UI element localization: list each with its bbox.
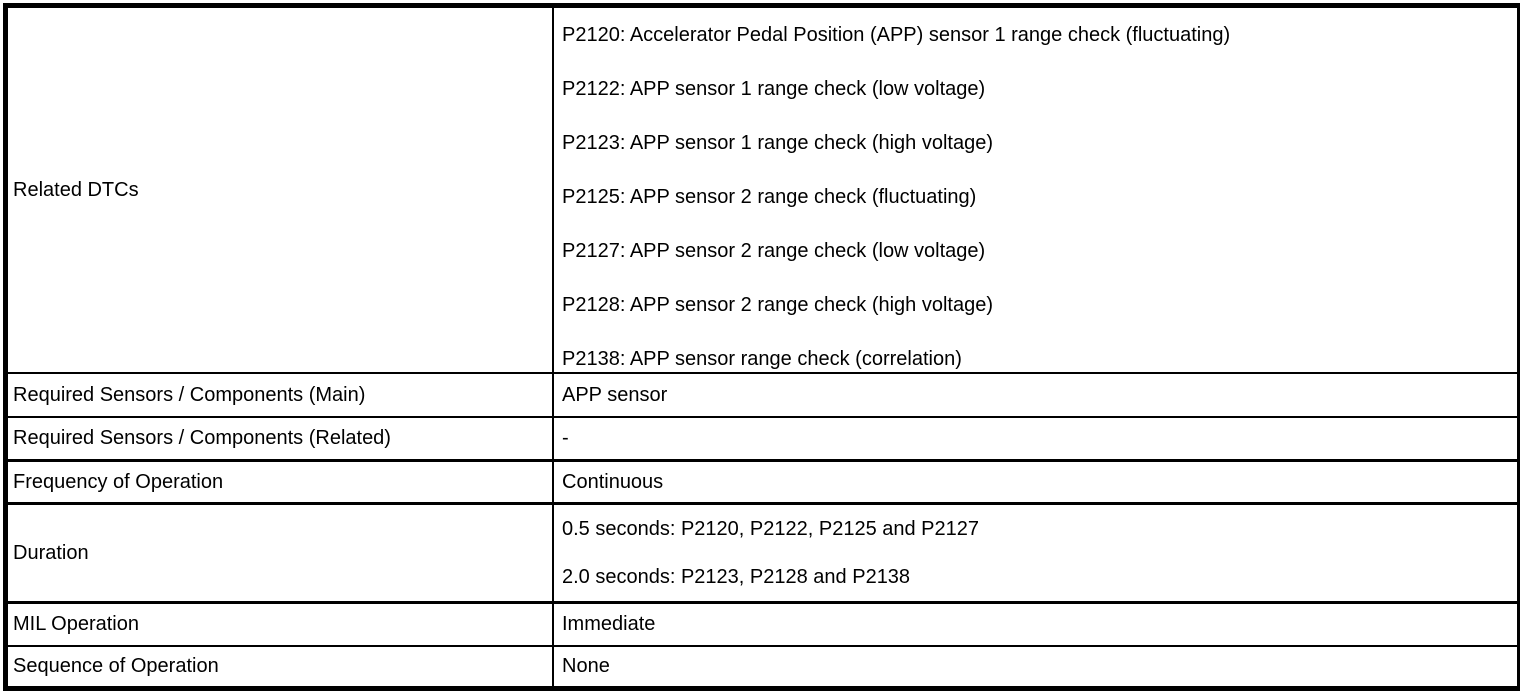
dtc-line: P2125: APP sensor 2 range check (fluctua… — [562, 185, 977, 208]
row-label-frequency-of-operation: Frequency of Operation — [8, 462, 554, 502]
row-value-required-sensors-related: - — [562, 427, 569, 449]
table-row-related-dtcs: Related DTCs P2120: Accelerator Pedal Po… — [8, 8, 1517, 372]
row-value-mil-operation: Immediate — [562, 613, 656, 635]
dtc-spec-table: Related DTCs P2120: Accelerator Pedal Po… — [3, 3, 1520, 691]
dtc-line: P2138: APP sensor range check (correlati… — [562, 347, 962, 370]
dtc-line: P2127: APP sensor 2 range check (low vol… — [562, 239, 986, 262]
row-label-mil-operation: MIL Operation — [8, 604, 554, 645]
row-label-required-sensors-main: Required Sensors / Components (Main) — [8, 374, 554, 416]
table-row-required-sensors-related: Required Sensors / Components (Related) … — [8, 416, 1517, 459]
row-value-related-dtcs: P2120: Accelerator Pedal Position (APP) … — [554, 8, 1517, 372]
row-value-required-sensors-main: APP sensor — [562, 383, 668, 406]
table-row-duration: Duration 0.5 seconds: P2120, P2122, P212… — [8, 502, 1517, 601]
table-row-required-sensors-main: Required Sensors / Components (Main) APP… — [8, 372, 1517, 416]
row-value-sequence-of-operation: None — [562, 655, 610, 677]
duration-line: 0.5 seconds: P2120, P2122, P2125 and P21… — [562, 517, 980, 540]
dtc-line: P2128: APP sensor 2 range check (high vo… — [562, 293, 994, 316]
dtc-line: P2123: APP sensor 1 range check (high vo… — [562, 131, 994, 154]
table-row-sequence-of-operation: Sequence of Operation None — [8, 645, 1517, 686]
row-label-required-sensors-related: Required Sensors / Components (Related) — [8, 418, 554, 459]
row-label-related-dtcs: Related DTCs — [8, 8, 554, 372]
row-value-duration: 0.5 seconds: P2120, P2122, P2125 and P21… — [554, 505, 1517, 601]
row-value-frequency-of-operation: Continuous — [562, 470, 664, 493]
dtc-line: P2120: Accelerator Pedal Position (APP) … — [562, 23, 1231, 46]
dtc-line: P2122: APP sensor 1 range check (low vol… — [562, 77, 986, 100]
row-label-duration: Duration — [8, 505, 554, 601]
duration-line: 2.0 seconds: P2123, P2128 and P2138 — [562, 565, 911, 588]
table-row-mil-operation: MIL Operation Immediate — [8, 601, 1517, 645]
table-row-frequency-of-operation: Frequency of Operation Continuous — [8, 459, 1517, 502]
row-label-sequence-of-operation: Sequence of Operation — [8, 647, 554, 686]
